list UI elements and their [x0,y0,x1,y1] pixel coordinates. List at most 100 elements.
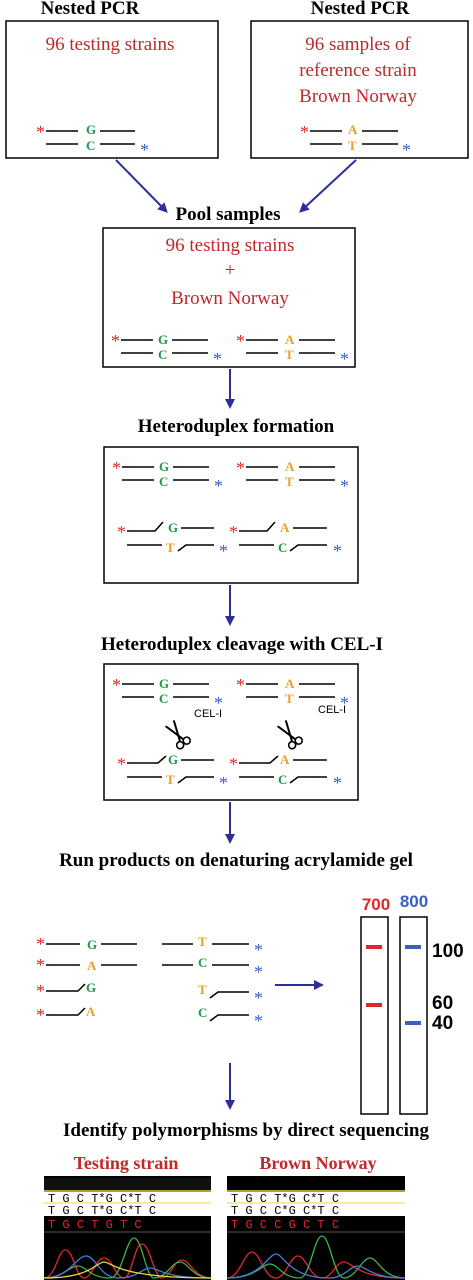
star-red-icon: * [36,934,45,954]
svg-text:G: G [159,459,169,474]
fragments-right: T * C * T * C * [162,934,263,1031]
band-700-60 [366,1003,382,1007]
star-red-icon: * [117,522,126,542]
pool-text-line3: Brown Norway [171,288,289,309]
svg-text:A: A [285,332,295,347]
star-blue-icon: * [219,541,228,561]
pool-text-line2: + [225,260,236,281]
pool-box [102,227,356,368]
duplex-at: * A T * [300,122,411,160]
chromatogram-brown-norway: T G C T*G C*T C T G C C*G C*T C T G C C … [226,1176,406,1280]
band-800-100 [405,945,421,949]
svg-text:G: G [158,332,168,347]
lane-700-label: 700 [362,895,390,914]
svg-text:C: C [159,691,168,706]
star-red-icon: * [300,122,309,142]
svg-text:A: A [280,752,290,767]
sequencing-heading: Identify polymorphisms by direct sequenc… [63,1120,429,1141]
star-blue-icon: * [214,476,223,496]
star-blue-icon: * [254,988,263,1008]
star-red-icon: * [36,981,45,1001]
base-a: A [348,122,358,137]
svg-text:C: C [198,955,207,970]
star-blue-icon: * [254,962,263,982]
gel-lane-800 [399,916,428,1115]
lane-800-label: 800 [400,892,428,911]
heteroduplex-mismatches: * G T * * A C * [117,520,342,561]
star-red-icon: * [111,331,120,351]
star-blue-icon: * [254,940,263,960]
heteroduplex-homoduplexes: * G C * * A T * [112,458,349,496]
pool-text-line1: 96 testing strains [166,235,295,256]
size-marker-40: 40 [432,1013,453,1034]
enzyme-label-right: CEL-I [318,704,346,716]
svg-text:T: T [166,540,175,555]
arrow-right-to-pool [299,159,357,213]
svg-text:A: A [86,1004,96,1019]
star-blue-icon: * [213,349,222,369]
gel-heading: Run products on denaturing acrylamide ge… [59,850,413,871]
svg-text:T: T [285,347,294,362]
brown-norway-box [250,20,469,159]
brown-norway-title: Brown Norway [259,1153,376,1173]
reference-text-line3: Brown Norway [299,86,417,107]
svg-text:A: A [285,459,295,474]
svg-text:C: C [278,772,287,787]
base-g: G [86,122,96,137]
seq-row2: T G C C*G C*T C [231,1204,339,1218]
star-blue-icon: * [340,349,349,369]
band-800-40 [405,1021,421,1025]
nested-pcr-heading-left: Nested PCR [41,0,140,19]
star-red-icon: * [236,675,245,695]
heteroduplex-heading: Heteroduplex formation [138,416,335,437]
seq-row2: T G C T*G C*T C [48,1204,156,1218]
heteroduplex-box [103,446,359,584]
gel-lane-700 [360,916,389,1115]
star-red-icon: * [236,331,245,351]
svg-text:T: T [198,982,207,997]
base-c: C [86,138,95,153]
svg-text:A: A [87,958,97,973]
star-blue-icon: * [340,476,349,496]
star-red-icon: * [36,1005,45,1025]
star-red-icon: * [112,675,121,695]
enzyme-label-left: CEL-I [194,708,222,720]
reference-text-line1: 96 samples of [305,34,411,55]
duplex-gc: * G C * [36,122,149,160]
svg-text:T: T [285,474,294,489]
svg-text:C: C [159,474,168,489]
svg-text:G: G [159,676,169,691]
cleavage-mismatches: CEL-I * G T * CEL-I * A C * [117,704,346,793]
svg-text:G: G [168,520,178,535]
chromatogram-testing-strain: T G C T*G C*T C T G C T*G C*T C T G C T … [43,1176,212,1280]
scissors-icon [164,720,192,750]
star-blue-icon: * [333,773,342,793]
star-red-icon: * [112,458,121,478]
star-blue-icon: * [140,140,149,160]
svg-text:C: C [198,1005,207,1020]
svg-text:T: T [285,691,294,706]
base-t: T [348,138,357,153]
star-blue-icon: * [214,693,223,713]
seq-row3: T G C C G C T C [231,1218,339,1232]
star-blue-icon: * [254,1011,263,1031]
svg-text:G: G [86,980,96,995]
cleavage-heading: Heteroduplex cleavage with CEL-I [101,634,383,655]
cleavage-box [103,663,359,801]
nested-pcr-heading-right: Nested PCR [311,0,410,19]
testing-strains-text: 96 testing strains [46,34,175,55]
star-red-icon: * [36,122,45,142]
pool-duplexes: * G C * * A T * [111,331,349,369]
star-blue-icon: * [333,541,342,561]
fragments-left: * G * A * G * A [36,934,137,1025]
svg-text:C: C [158,347,167,362]
star-blue-icon: * [402,140,411,160]
svg-text:T: T [198,934,207,949]
svg-text:G: G [168,752,178,767]
star-blue-icon: * [340,693,349,713]
seq-row1: T G C T*G C*T C [231,1192,339,1206]
seq-row3: T G C T G T C [48,1218,142,1232]
arrow-left-to-pool [115,159,168,213]
testing-strain-title: Testing strain [74,1153,179,1173]
